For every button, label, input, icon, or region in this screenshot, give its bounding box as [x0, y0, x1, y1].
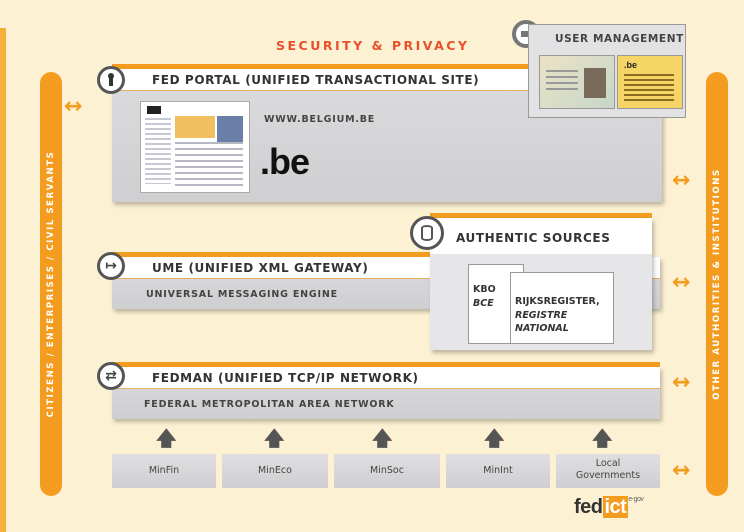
ministry-label: MinSoc: [370, 465, 404, 476]
register-folder: RIJKSREGISTER, REGISTRE NATIONAL: [510, 272, 614, 344]
local-governments-box: Local Governments: [556, 454, 660, 488]
ministry-box: MinFin: [112, 454, 216, 488]
left-sidebar: CITIZENS / ENTERPRISES / CIVIL SERVANTS: [40, 72, 62, 496]
authentic-top-line: [430, 213, 652, 218]
ministry-label: MinInt: [483, 465, 513, 476]
fed-portal-titlebar: FED PORTAL (UNIFIED TRANSACTIONAL SITE): [112, 69, 662, 91]
local-label-line1: Local: [595, 458, 621, 469]
id-card-icon: [539, 55, 615, 109]
ume-subtitle: UNIVERSAL MESSAGING ENGINE: [146, 289, 338, 300]
right-arrow-ume: ↔: [672, 270, 691, 295]
be-logo: .be: [260, 141, 310, 182]
right-sidebar-label: OTHER AUTHORITIES & INSTITUTIONS: [712, 168, 722, 400]
fed-portal-title: FED PORTAL (UNIFIED TRANSACTIONAL SITE): [152, 73, 480, 87]
user-management-panel: USER MANAGEMENT .be: [528, 24, 686, 118]
up-arrow-mineco: 🡅: [264, 426, 285, 450]
fedict-logo-tag: e-gov: [628, 496, 644, 503]
ume-top-line: [112, 252, 442, 257]
authentic-sources-title: AUTHENTIC SOURCES: [456, 231, 611, 245]
up-arrow-minsoc: 🡅: [372, 426, 393, 450]
right-arrow-local: ↔: [672, 458, 691, 483]
security-privacy-title: SECURITY & PRIVACY: [276, 38, 470, 53]
up-arrow-minfin: 🡅: [156, 426, 177, 450]
authentic-sources-titlebar: [430, 218, 652, 254]
left-arrow-top: ↔: [64, 94, 83, 119]
registre-national-label: REGISTRE NATIONAL: [515, 310, 569, 334]
website-thumbnail: [140, 101, 250, 193]
rijksregister-label: RIJKSREGISTER,: [515, 296, 600, 307]
gateway-icon: ↦: [97, 252, 125, 280]
be-card-icon: .be: [617, 55, 683, 109]
gateway-arrow-glyph: ↦: [105, 258, 117, 274]
left-edge-bar: [0, 28, 6, 532]
fedict-logo-part1: fed: [574, 496, 603, 518]
ministry-box: MinInt: [446, 454, 550, 488]
ministry-box: MinSoc: [334, 454, 440, 488]
ume-title: UME (UNIFIED XML GATEWAY): [152, 261, 369, 275]
fedict-logo-part2: ict: [602, 496, 629, 518]
right-arrow-fed-portal: ↔: [672, 168, 691, 193]
kbo-label: KBO: [473, 284, 496, 295]
network-arrows-glyph: ⇄: [105, 368, 117, 384]
fedman-titlebar: FEDMAN (UNIFIED TCP/IP NETWORK): [112, 367, 660, 389]
ministry-label: MinFin: [148, 465, 180, 476]
fedman-top-line: [112, 362, 660, 367]
database-icon: [410, 216, 444, 250]
authentic-sources-panel: AUTHENTIC SOURCES KBO BCE RIJKSREGISTER,…: [430, 218, 652, 350]
top-connector-line: [112, 64, 528, 69]
network-icon: ⇄: [97, 362, 125, 390]
fedman-subtitle: FEDERAL METROPOLITAN AREA NETWORK: [144, 399, 395, 410]
up-arrow-minint: 🡅: [484, 426, 505, 450]
right-arrow-fedman: ↔: [672, 370, 691, 395]
user-management-title: USER MANAGEMENT: [555, 33, 684, 45]
ministry-box: MinEco: [222, 454, 328, 488]
website-url: WWW.BELGIUM.BE: [264, 114, 376, 125]
fedman-title: FEDMAN (UNIFIED TCP/IP NETWORK): [152, 371, 419, 385]
local-label-line2: Governments: [575, 470, 641, 481]
ministry-label: MinEco: [258, 465, 292, 476]
lock-icon: [97, 66, 125, 94]
fedman-panel: FEDMAN (UNIFIED TCP/IP NETWORK) FEDERAL …: [112, 367, 660, 419]
up-arrow-local: 🡅: [592, 426, 613, 450]
left-sidebar-label: CITIZENS / ENTERPRISES / CIVIL SERVANTS: [46, 150, 56, 418]
right-sidebar: OTHER AUTHORITIES & INSTITUTIONS: [706, 72, 728, 496]
bce-label: BCE: [473, 298, 494, 309]
